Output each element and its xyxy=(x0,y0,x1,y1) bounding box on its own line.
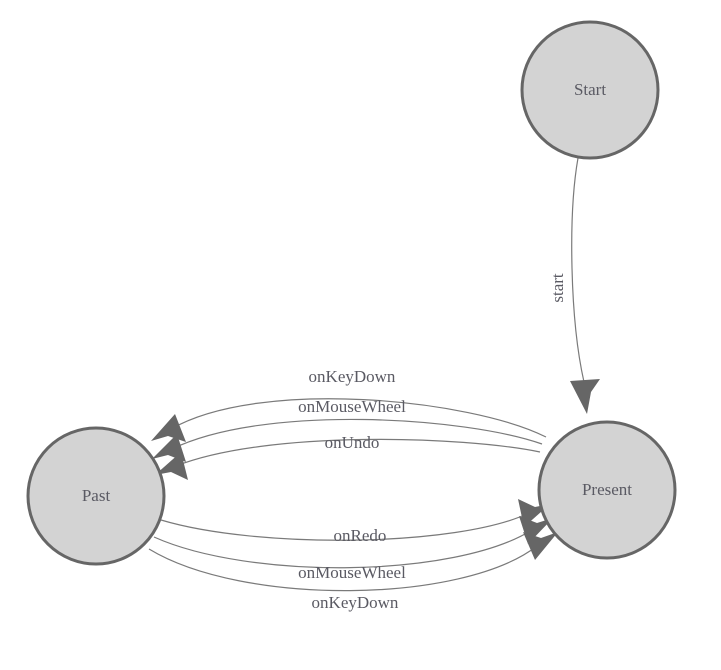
edge-past-to-present-onkeydown[interactable]: onKeyDown xyxy=(148,532,558,612)
edge-label-undo-onundo: onUndo xyxy=(325,433,380,452)
edge-past-to-present-onredo[interactable]: onRedo xyxy=(160,499,550,545)
edge-redo3-arrowhead xyxy=(523,532,558,560)
edge-undo2-arrowhead xyxy=(152,434,186,462)
edge-undo3-arrowhead xyxy=(155,452,188,480)
edge-undo1-arrowhead xyxy=(151,414,186,442)
edge-undo1-path xyxy=(170,398,547,438)
edge-redo3-path xyxy=(148,545,538,592)
node-present-label: Present xyxy=(582,480,632,499)
node-past-label: Past xyxy=(82,486,111,505)
edge-present-to-past-onundo[interactable]: onUndo xyxy=(155,433,541,480)
node-start-circle xyxy=(520,20,660,160)
edge-start-to-present[interactable]: start xyxy=(548,157,600,414)
edge-label-undo-onkeydown: onKeyDown xyxy=(309,367,396,386)
edge-label-redo-onmousewheel: onMouseWheel xyxy=(298,563,406,582)
edge-start-path xyxy=(571,157,585,383)
node-present-circle xyxy=(537,420,677,560)
edge-undo2-path xyxy=(171,418,543,450)
node-past-circle xyxy=(26,426,166,566)
node-present[interactable]: Present xyxy=(537,420,677,560)
edge-undo3-path xyxy=(175,438,541,467)
node-start[interactable]: Start xyxy=(520,20,660,160)
edge-label-start: start xyxy=(548,273,567,303)
edge-present-to-past-onmousewheel[interactable]: onMouseWheel xyxy=(152,397,543,462)
edge-label-redo-onkeydown: onKeyDown xyxy=(312,593,399,612)
edge-label-redo-onredo: onRedo xyxy=(334,526,387,545)
node-past[interactable]: Past xyxy=(26,426,166,566)
edge-redo1-path xyxy=(160,512,530,541)
edge-label-undo-onmousewheel: onMouseWheel xyxy=(298,397,406,416)
edge-start-arrowhead xyxy=(570,379,600,414)
edge-redo2-path xyxy=(153,529,533,569)
node-start-label: Start xyxy=(574,80,606,99)
